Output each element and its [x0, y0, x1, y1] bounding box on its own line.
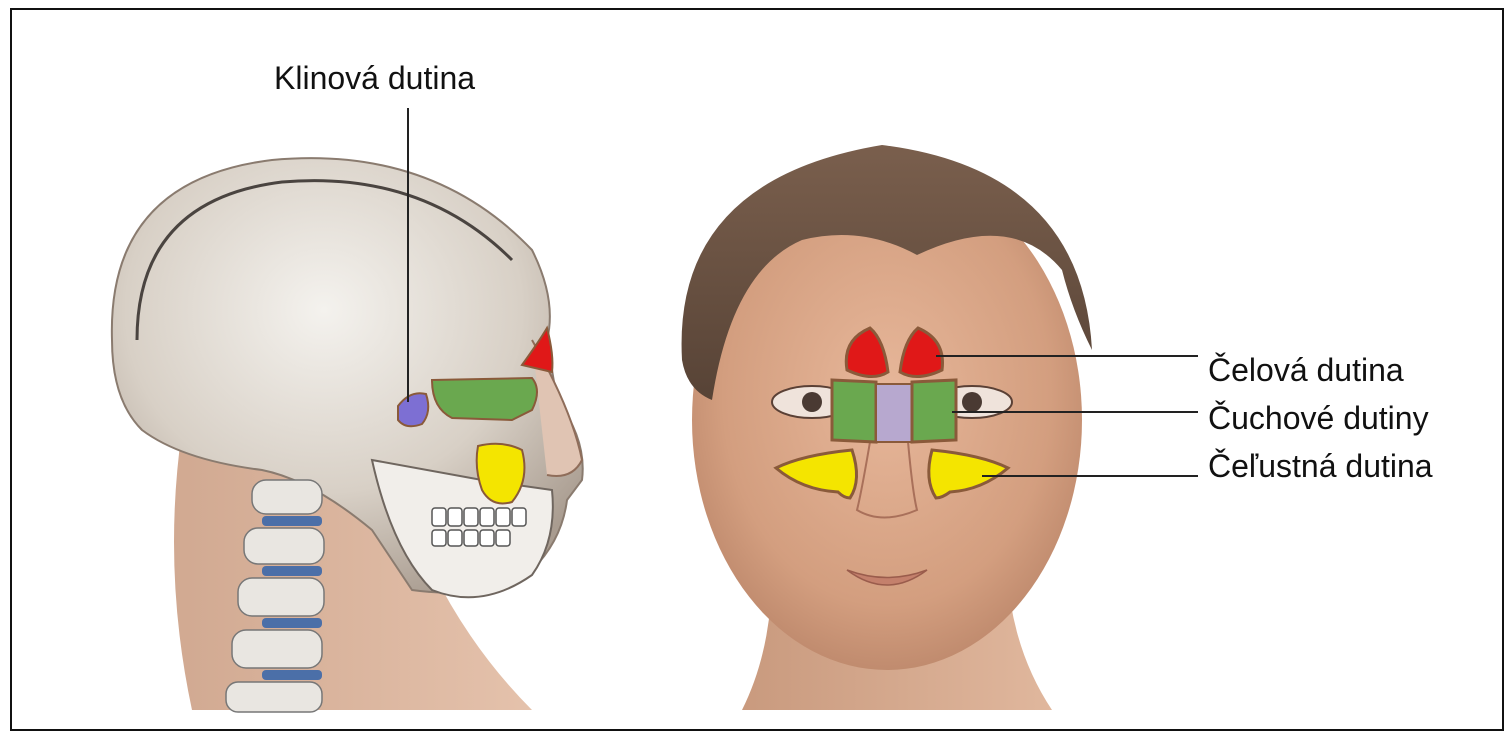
label-frontal-sinus: Čelová dutina [1208, 354, 1404, 386]
front-view-head [682, 145, 1198, 710]
diagram-frame: Klinová dutina Čelová dutina Čuchové dut… [10, 8, 1504, 731]
side-ethmoid-sinus [432, 378, 537, 420]
front-ethmoid-sinus-right [912, 380, 956, 442]
label-ethmoid-sinus: Čuchové dutiny [1208, 402, 1429, 434]
label-maxillary-sinus: Čeľustná dutina [1208, 450, 1433, 482]
side-view-head [112, 108, 583, 712]
left-pupil [802, 392, 822, 412]
label-sphenoid-sinus: Klinová dutina [274, 62, 475, 94]
side-maxillary-sinus [477, 444, 525, 504]
front-ethmoid-center [876, 384, 912, 442]
right-pupil [962, 392, 982, 412]
front-ethmoid-sinus-left [832, 380, 876, 442]
